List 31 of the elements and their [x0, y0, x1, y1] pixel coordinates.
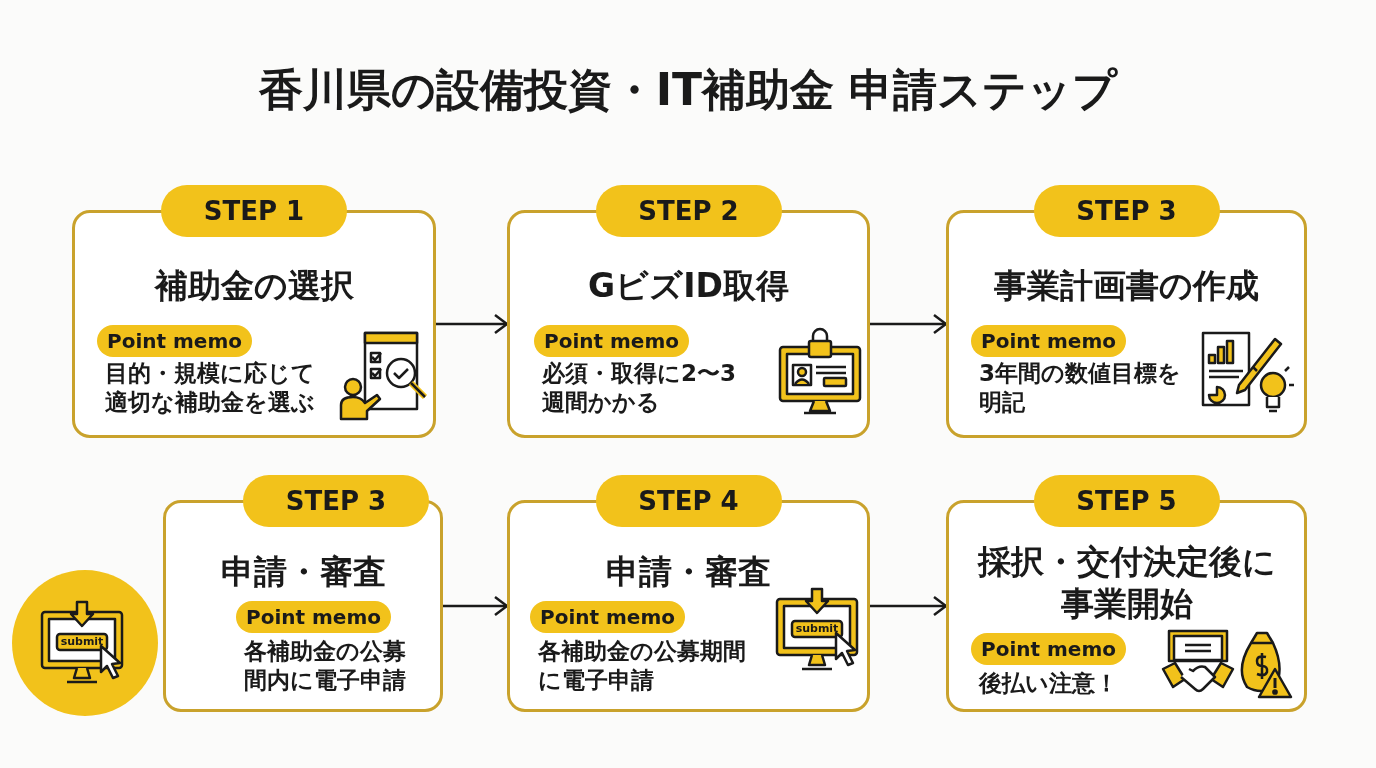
step-badge: STEP 3 — [1033, 185, 1220, 237]
memo-text: 後払い注意！ — [979, 669, 1119, 698]
step-title: 事業計画書の作成 — [993, 265, 1260, 307]
memo-text: 各補助金の公募期間に電子申請 — [538, 637, 747, 695]
step-title: GビズID取得 — [587, 265, 790, 307]
arrow — [870, 595, 948, 617]
step-badge: STEP 1 — [161, 185, 347, 237]
memo-text: 各補助金の公募間内に電子申請 — [244, 637, 407, 695]
title: 香川県の設備投資・IT補助金 申請ステップ — [257, 63, 1119, 117]
memo-badge: Point memo — [971, 325, 1126, 357]
arrow — [436, 313, 509, 335]
step-badge: STEP 3 — [243, 475, 429, 527]
memo-text: 必須・取得に2〜3週間かかる — [542, 359, 737, 417]
memo-badge: Point memo — [236, 601, 391, 633]
step-badge: STEP 5 — [1033, 475, 1220, 527]
step-title: 申請・審査 — [219, 551, 387, 593]
step-title: 申請・審査 — [605, 551, 772, 593]
memo-badge: Point memo — [971, 633, 1126, 665]
memo-badge: Point memo — [97, 325, 252, 357]
memo-text: 目的・規模に応じて適切な補助金を選ぶ — [105, 359, 316, 417]
step-title: 補助金の選択 — [153, 265, 355, 307]
arrow — [870, 313, 948, 335]
memo-badge: Point memo — [530, 601, 685, 633]
step-badge: STEP 4 — [595, 475, 782, 527]
step-badge: STEP 2 — [595, 185, 782, 237]
step-title: 採択・交付決定後に事業開始 — [976, 541, 1277, 625]
memo-text: 3年間の数値目標を明記 — [979, 359, 1182, 417]
arrow — [443, 595, 509, 617]
submit-button-label: submit — [60, 635, 104, 649]
submit-button-label: submit — [795, 622, 839, 636]
memo-badge: Point memo — [534, 325, 689, 357]
